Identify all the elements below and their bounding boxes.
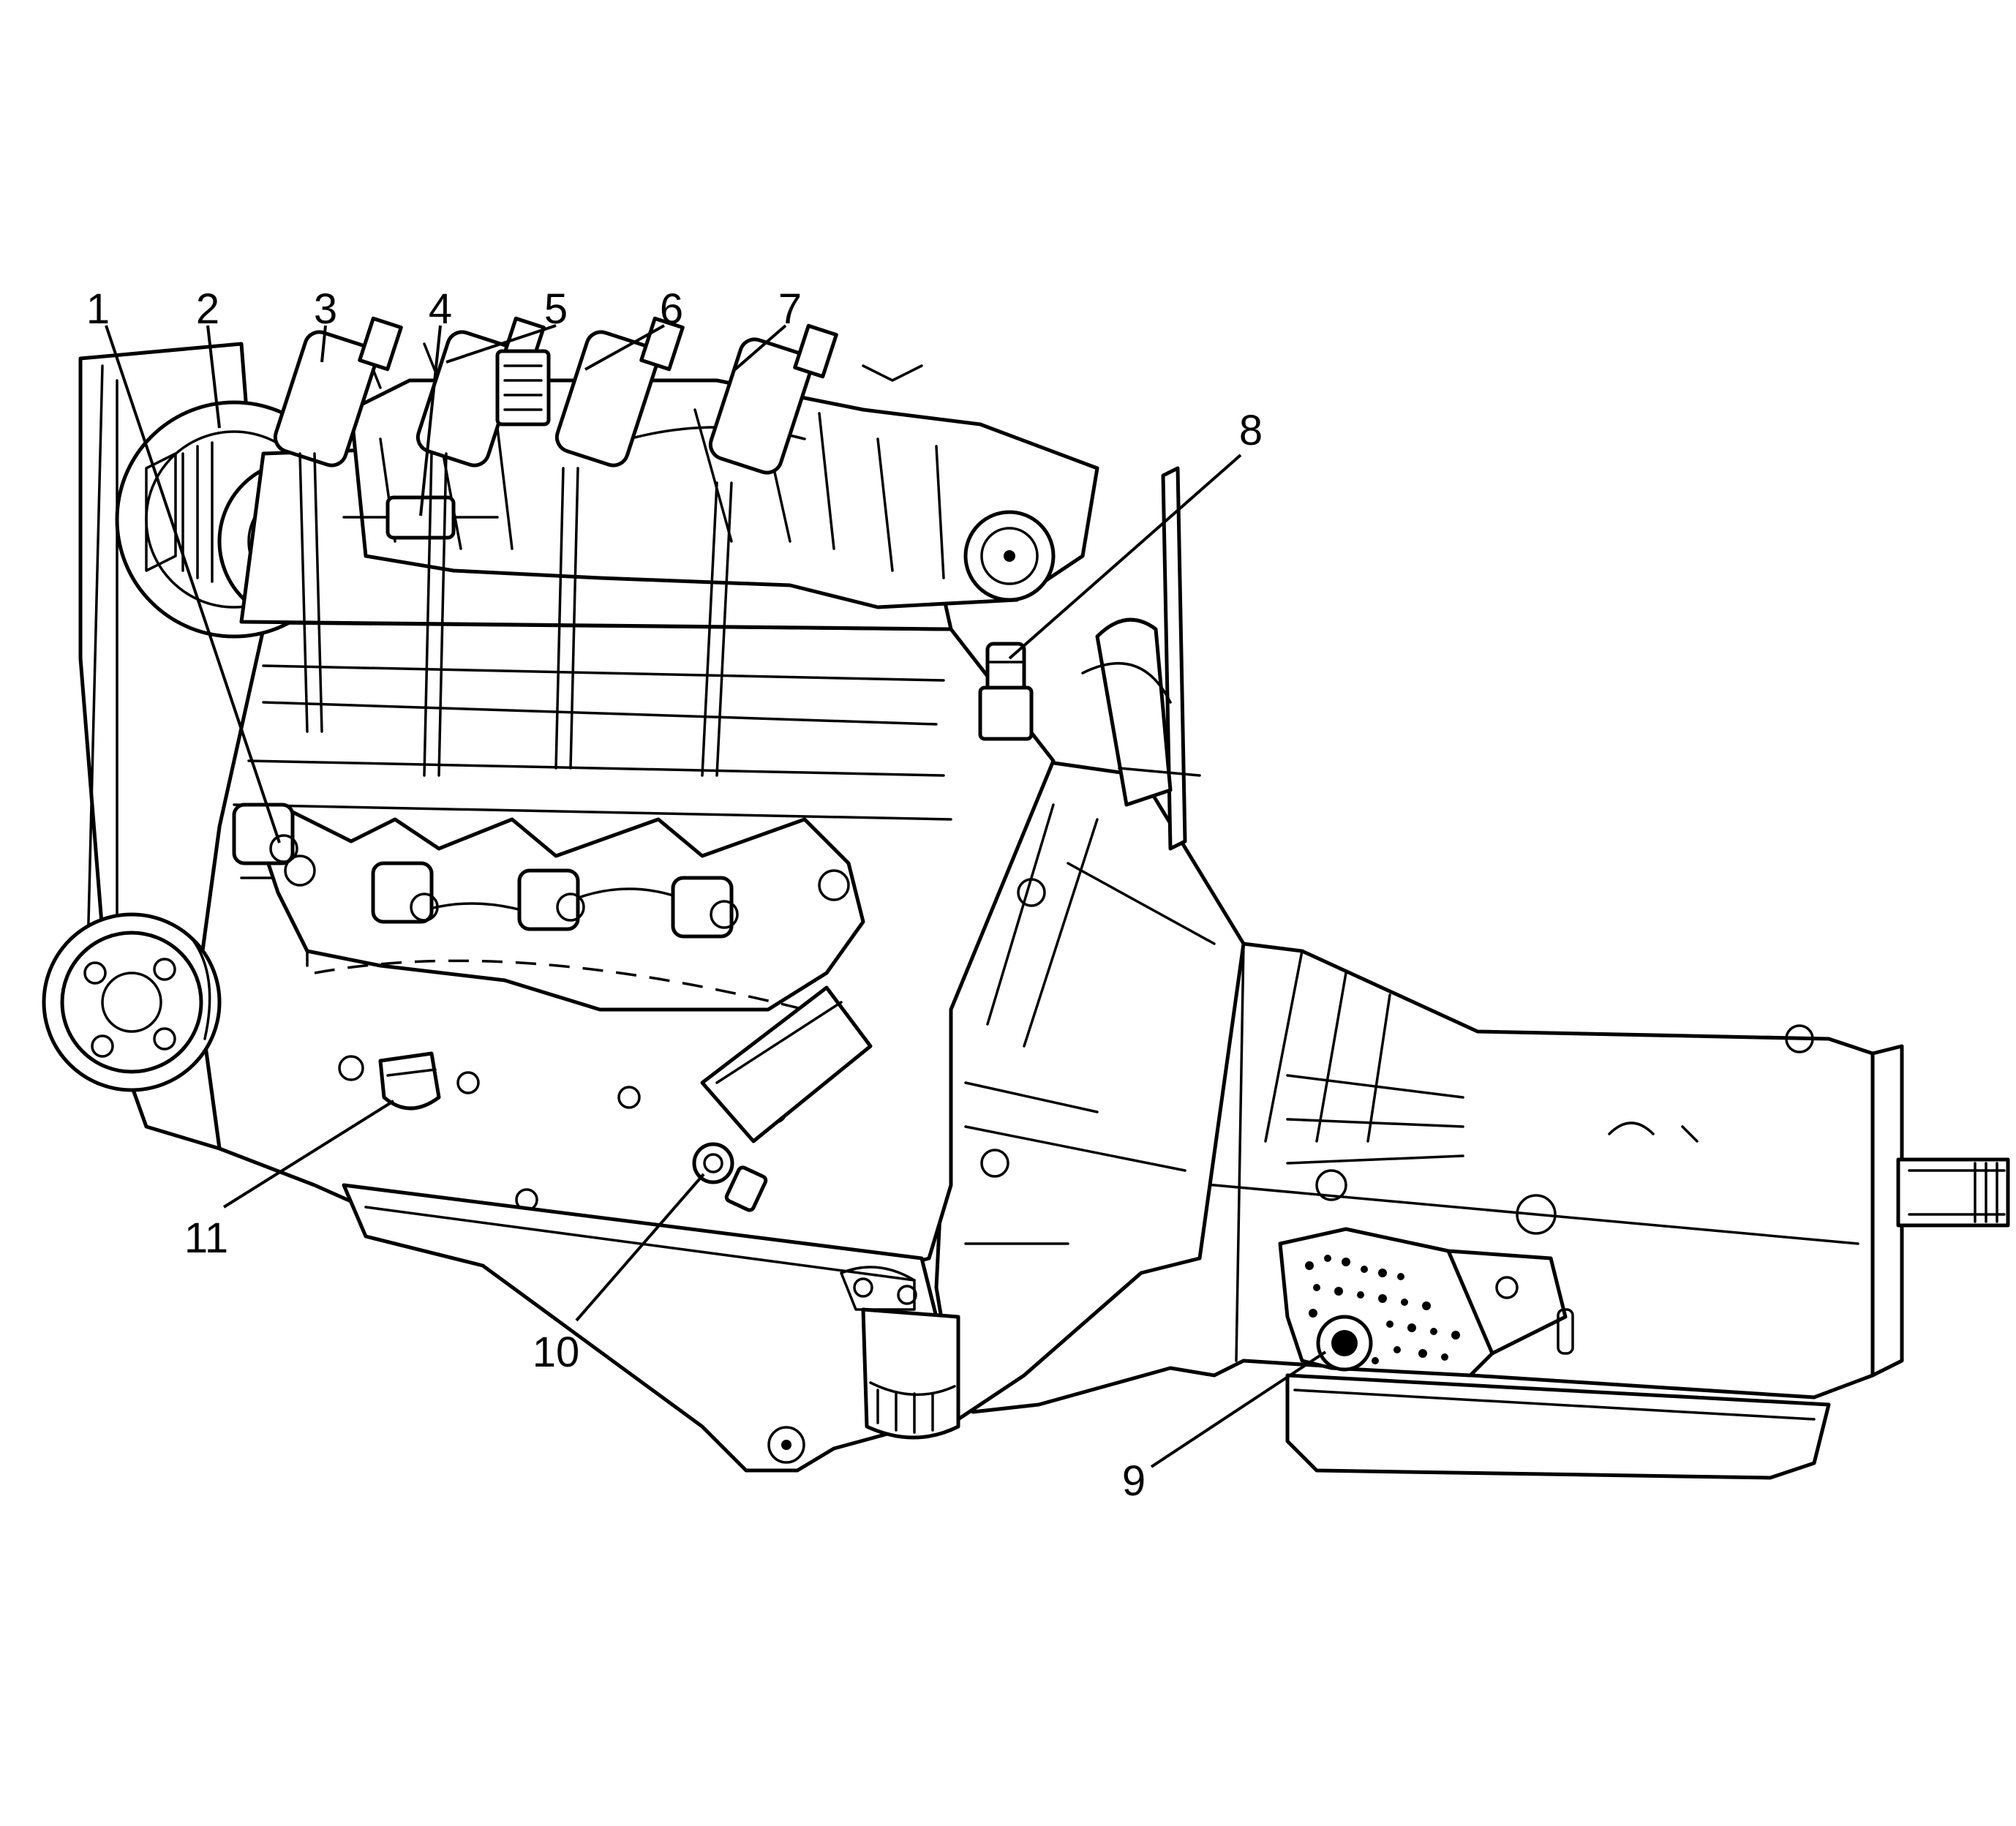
transmission-tail [1870, 1044, 2010, 1378]
callout-3: 3 [314, 285, 337, 333]
leader-11 [222, 1100, 395, 1209]
engine-drain-fitting [378, 1051, 441, 1111]
bell-housing [934, 759, 1246, 1421]
ignition-coil-1 [273, 316, 403, 733]
engine-mount-bracket [1081, 466, 1201, 851]
leader-1 [105, 325, 281, 844]
transmission-range-switch [1278, 1227, 1574, 1378]
engine-oil-pan [342, 1183, 953, 1473]
callout-5: 5 [544, 285, 568, 333]
callout-4: 4 [429, 285, 452, 333]
callout-2: 2 [196, 285, 219, 333]
leader-3 [320, 325, 327, 363]
pressure-sensor [978, 642, 1034, 741]
ignition-coil-3 [554, 316, 685, 770]
leader-10 [575, 1173, 705, 1322]
callout-10: 10 [533, 1329, 580, 1376]
callout-7: 7 [778, 285, 802, 333]
callout-6: 6 [660, 285, 683, 333]
callout-leaders [105, 324, 1327, 1468]
throttle-body [963, 510, 1056, 602]
spark-plug-boots [232, 803, 739, 939]
callout-1: 1 [86, 285, 110, 333]
callout-8: 8 [1239, 407, 1263, 454]
intake-manifold [349, 342, 1099, 609]
transmission-oil-pan [1285, 1373, 1831, 1480]
exhaust-pipe [700, 985, 873, 1143]
leader-8 [1008, 454, 1242, 660]
leader-4 [419, 325, 442, 516]
callout-labels: 1 2 3 4 5 6 7 8 9 10 11 [86, 285, 1263, 1505]
ignition-coil-4 [701, 323, 838, 777]
ignition-coil-2 [415, 316, 546, 777]
leader-5 [445, 324, 557, 364]
callout-11: 11 [184, 1214, 228, 1262]
leader-2 [206, 325, 221, 429]
leader-6 [584, 324, 665, 371]
leader-9 [1150, 1350, 1327, 1468]
callout-9: 9 [1122, 1457, 1146, 1505]
fuel-injector [342, 495, 499, 540]
knock-sensor [692, 1142, 768, 1212]
wiring-connector [495, 349, 551, 427]
oil-filter [861, 1307, 960, 1440]
leader-7 [734, 324, 787, 371]
engine-assembly-drawing [42, 316, 2010, 1480]
